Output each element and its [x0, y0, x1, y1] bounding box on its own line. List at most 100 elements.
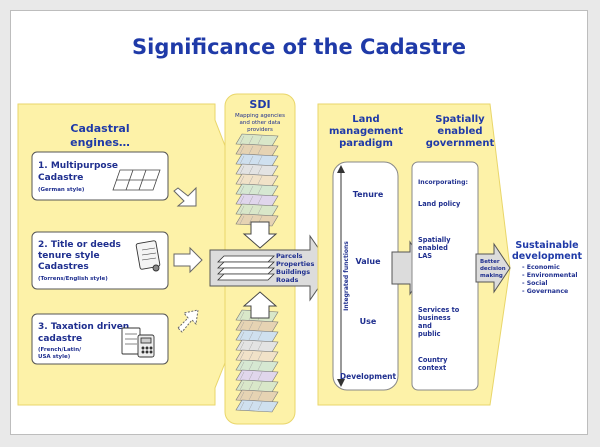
map-layer-line	[257, 361, 263, 371]
slide-title: Significance of the Cadastre	[132, 35, 466, 59]
map-layer-line	[248, 341, 254, 351]
sdi-sub2: and other data	[240, 120, 281, 126]
map-layer-line	[257, 135, 263, 145]
map-layer-line	[239, 155, 245, 165]
government-services-line2: business	[418, 314, 451, 322]
map-layer-line	[257, 185, 263, 195]
outcome-heading-line1: Sustainable	[515, 240, 578, 251]
map-layer-line	[257, 155, 263, 165]
government-country-line1: Country	[418, 356, 448, 364]
government-heading-line3: government	[426, 138, 495, 149]
map-layer-line	[248, 361, 254, 371]
sdi-up-arrow	[242, 291, 278, 319]
decision-line3: making	[480, 273, 503, 279]
map-layer-line	[239, 311, 245, 321]
paradigm-item-tenure: Tenure	[353, 190, 384, 199]
engine-2-line1: 2. Title or deeds	[38, 240, 121, 250]
sdi-sub3: providers	[247, 127, 273, 133]
map-layer-line	[257, 381, 263, 391]
map-layer-line	[257, 145, 263, 155]
map-layer-line	[248, 195, 254, 205]
sdi-map-layers-lower	[235, 309, 279, 413]
engine-2-sub: (Torrens/English style)	[38, 276, 108, 282]
map-layer-line	[248, 351, 254, 361]
layer-label-parcels: Parcels	[276, 252, 303, 260]
decision-arrow	[475, 242, 511, 294]
outcome-item-economic: - Economic	[522, 264, 560, 271]
map-layer-line	[239, 341, 245, 351]
engine-1-line2: Cadastre	[38, 173, 83, 183]
layer-sheets-icon	[217, 255, 275, 281]
map-layer-line	[239, 391, 245, 401]
map-layer-line	[248, 135, 254, 145]
map-layer-line	[239, 371, 245, 381]
map-layer-line	[239, 321, 245, 331]
map-layer-sheet	[235, 399, 279, 413]
cadastre-diagram: Significance of the Cadastre Cadastral e…	[10, 10, 588, 435]
engine-3-line1: 3. Taxation driven	[38, 322, 129, 332]
engine-2-line3: Cadastres	[38, 262, 89, 272]
map-layer-line	[239, 351, 245, 361]
government-services-line3: and	[418, 322, 432, 330]
map-layer-line	[257, 351, 263, 361]
paradigm-heading-line3: paradigm	[339, 138, 393, 149]
government-las-line2: enabled	[418, 244, 448, 252]
map-layer-line	[257, 195, 263, 205]
sdi-down-arrow	[242, 221, 278, 249]
engine-1-box: 1. Multipurpose Cadastre (German style)	[31, 151, 169, 201]
map-layer-line	[248, 391, 254, 401]
outcome-item-social: - Social	[522, 280, 548, 287]
engine-1-sub: (German style)	[38, 187, 85, 193]
government-services-line4: public	[418, 330, 441, 338]
integrated-functions-label: Integrated functions	[343, 241, 350, 311]
map-layer-line	[257, 321, 263, 331]
government-land-policy: Land policy	[418, 200, 461, 208]
map-layer-line	[239, 381, 245, 391]
sdi-sub1: Mapping agencies	[235, 113, 285, 119]
map-layer-line	[248, 185, 254, 195]
map-layer-line	[257, 165, 263, 175]
map-layer-line	[239, 165, 245, 175]
government-las-line3: LAS	[418, 252, 432, 260]
map-layer-line	[257, 401, 263, 411]
government-heading-line2: enabled	[437, 126, 482, 137]
map-layer-line	[257, 371, 263, 381]
engine-3-sub1: (French/Latin/	[38, 347, 82, 353]
paradigm-heading-line2: management	[329, 126, 403, 137]
engine-2-box: 2. Title or deeds tenure style Cadastres…	[31, 231, 169, 290]
government-country-line2: context	[418, 364, 446, 372]
government-heading-line1: Spatially	[435, 114, 485, 125]
engine-2-line2: tenure style	[38, 251, 100, 261]
sdi-title: SDI	[249, 98, 270, 111]
map-layer-line	[239, 135, 245, 145]
paradigm-item-value: Value	[355, 257, 381, 266]
layer-label-properties: Properties	[276, 260, 314, 268]
map-layer-line	[257, 331, 263, 341]
map-layer-line	[248, 145, 254, 155]
map-layer-line	[248, 371, 254, 381]
decision-line2: decision	[480, 266, 506, 272]
map-layer-line	[239, 205, 245, 215]
map-layer-line	[248, 331, 254, 341]
map-layer-line	[239, 185, 245, 195]
map-layer-line	[248, 205, 254, 215]
map-layer-line	[257, 391, 263, 401]
government-incorporating: Incorporating:	[418, 179, 468, 186]
map-layer-line	[248, 155, 254, 165]
tax-ledger-icon	[121, 327, 155, 358]
map-layer-line	[248, 215, 254, 225]
layer-label-buildings: Buildings	[276, 268, 310, 276]
paradigm-item-development: Development	[340, 372, 397, 381]
outcome-heading-line2: development	[512, 251, 583, 262]
map-layer-line	[239, 401, 245, 411]
map-layer-line	[239, 331, 245, 341]
sdi-map-layers-upper	[235, 133, 279, 227]
decision-line1: Better	[480, 259, 500, 265]
engine-3-arrow	[177, 309, 199, 333]
map-layer-line	[248, 175, 254, 185]
engines-heading-line1: Cadastral	[70, 122, 129, 135]
outcome-item-governance: - Governance	[522, 288, 568, 295]
map-layer-line	[239, 195, 245, 205]
paradigm-heading-line1: Land	[352, 114, 379, 125]
deed-scroll-icon	[135, 240, 161, 272]
